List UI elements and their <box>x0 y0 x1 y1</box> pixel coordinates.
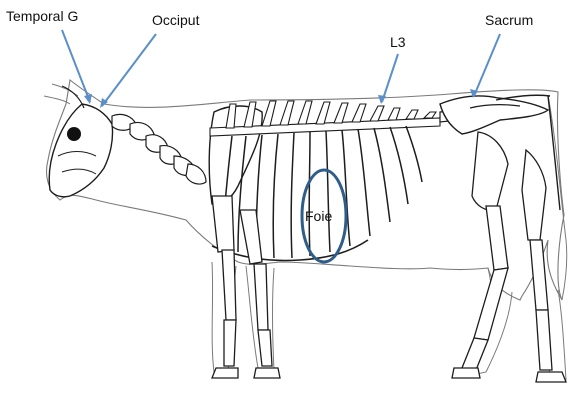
temporal-label: Temporal G <box>6 8 79 24</box>
scapula <box>208 105 263 205</box>
hindleg-bones <box>461 131 553 371</box>
sternum <box>211 239 369 262</box>
sacrum-arrowhead <box>470 89 478 98</box>
body-outline <box>45 78 565 301</box>
temporal-pointer <box>61 29 91 103</box>
cervical-vertebrae <box>111 113 207 185</box>
annotation-lines <box>61 29 501 107</box>
eye-socket <box>67 127 81 141</box>
foie-label: Foie <box>305 208 333 224</box>
sacrum-label: Sacrum <box>485 12 534 28</box>
l3-label: L3 <box>390 34 406 50</box>
liver-highlight-ring <box>300 168 348 264</box>
skull <box>48 103 114 198</box>
sacrum-pointer <box>473 33 501 97</box>
hooves <box>211 367 567 383</box>
sacrum-spine <box>495 94 561 211</box>
occiput-label: Occiput <box>152 12 200 28</box>
occiput-pointer <box>101 33 157 107</box>
tail-outline <box>547 94 568 301</box>
temporal-arrowhead <box>84 94 92 104</box>
occiput-arrowhead <box>100 98 108 108</box>
l3-arrowhead <box>378 95 386 104</box>
foreleg-bones <box>211 195 273 367</box>
thoracic-spine <box>209 100 441 137</box>
pelvis <box>439 95 550 135</box>
l3-pointer <box>381 53 399 103</box>
